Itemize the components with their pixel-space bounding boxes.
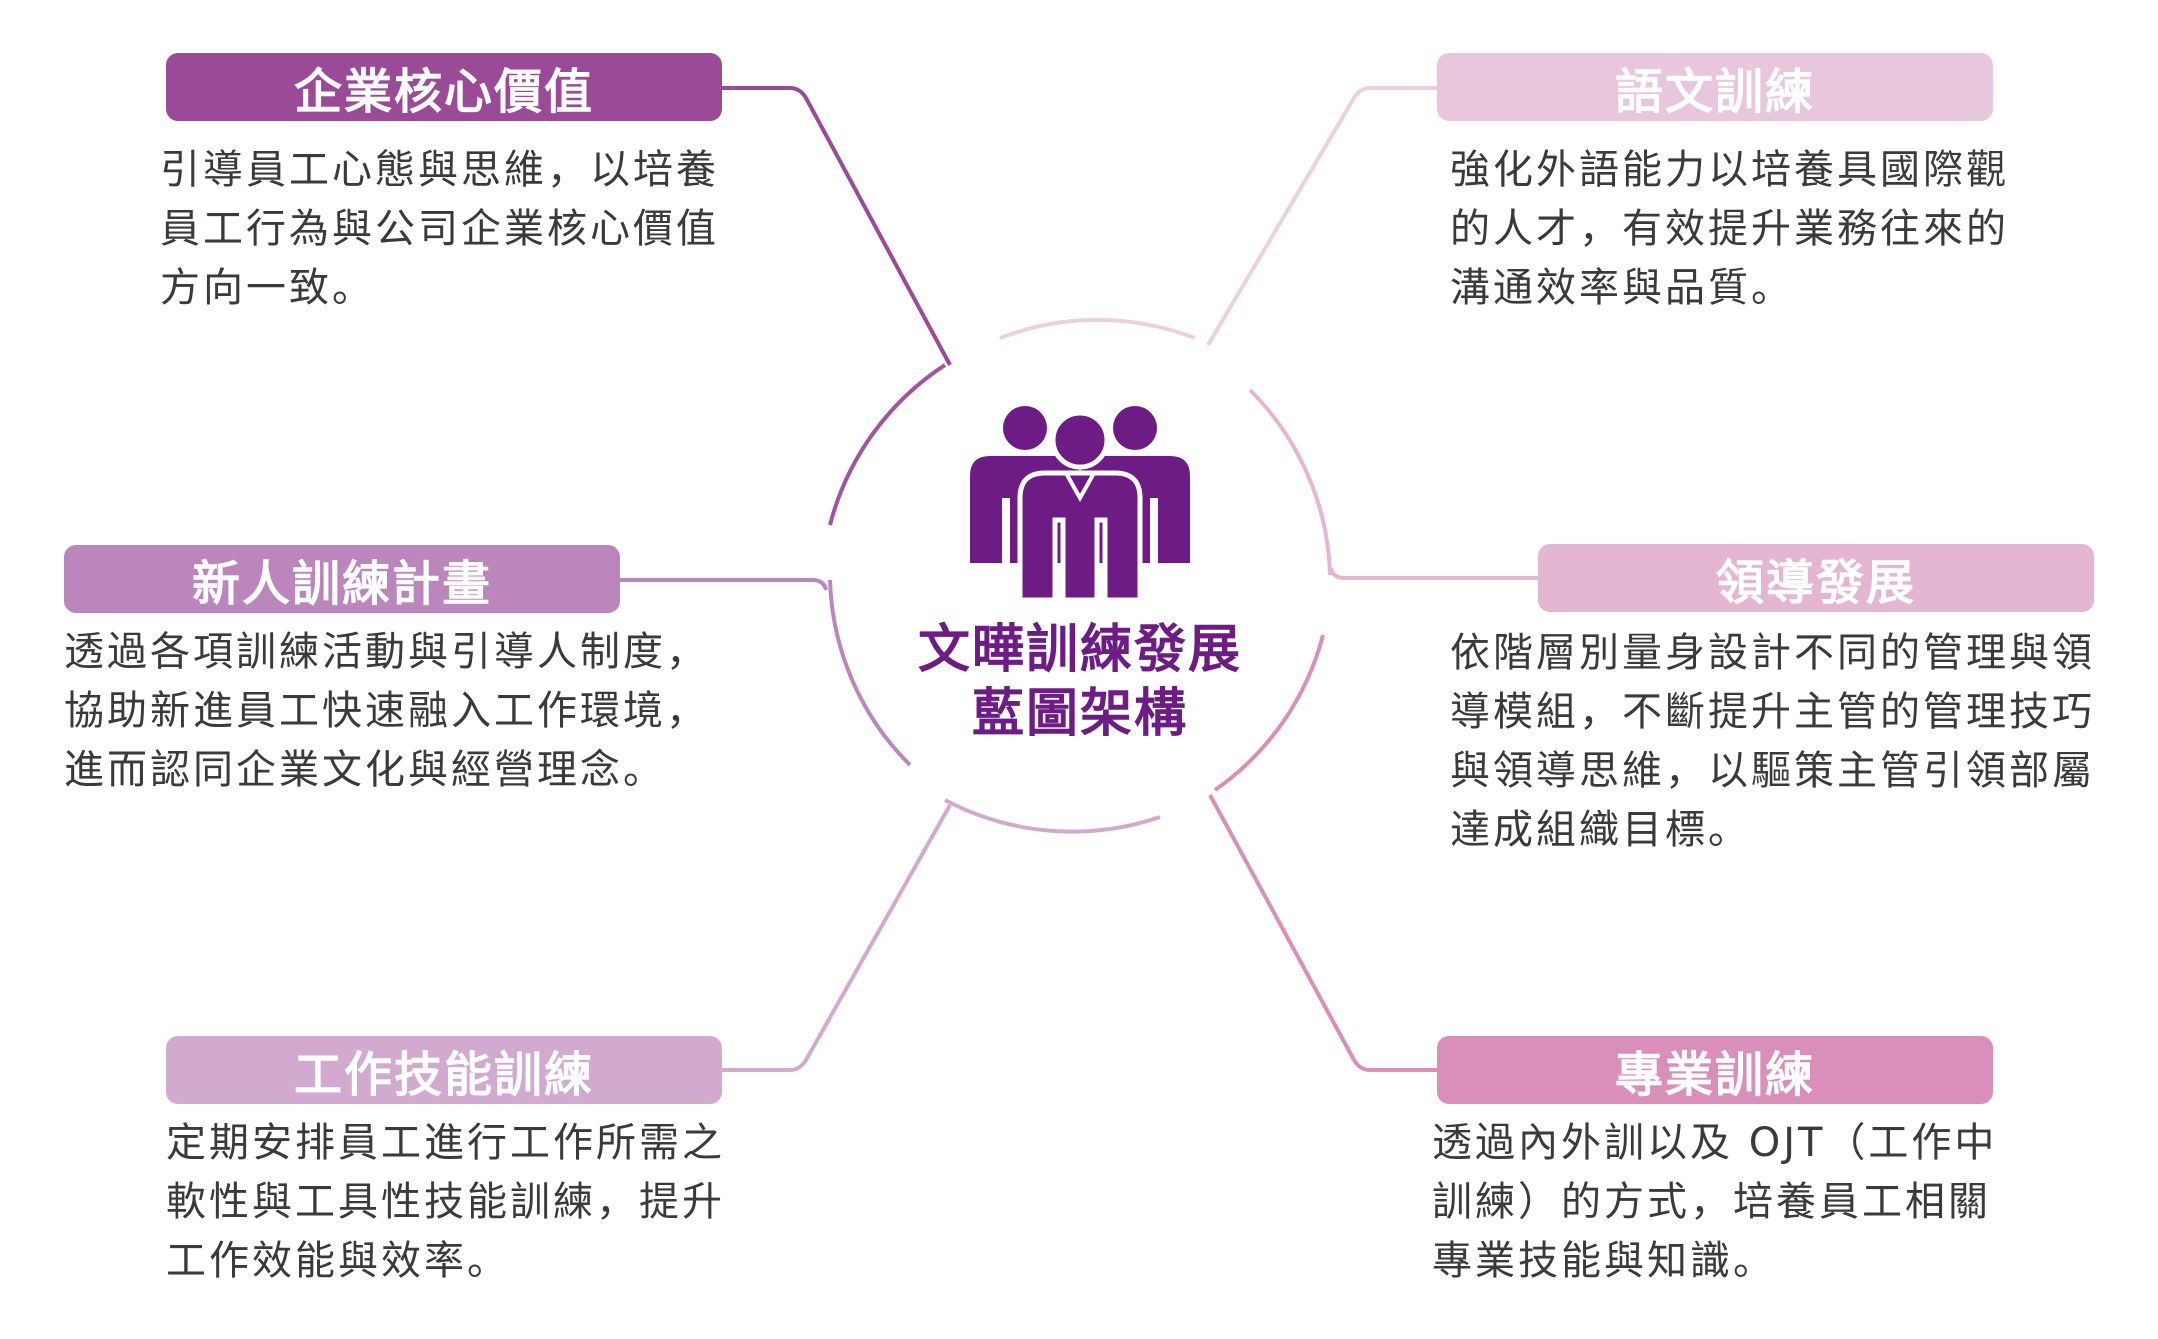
desc-line: 與領導思維，以驅策主管引領部屬	[1450, 748, 2095, 794]
desc-line: 專業技能與知識。	[1432, 1238, 1776, 1284]
desc-line: 透過內外訓以及 OJT（工作中	[1432, 1120, 1998, 1166]
connector-leadership-development	[1329, 567, 1538, 580]
desc-line: 訓練）的方式，培養員工相關	[1432, 1179, 1991, 1225]
desc-line: 軟性與工具性技能訓練，提升	[166, 1179, 725, 1225]
ring-arc-top	[999, 318, 1196, 340]
center-title-line-1: 文曄訓練發展	[917, 620, 1242, 680]
new-hire-program-title: 新人訓練計畫	[64, 545, 620, 613]
leadership-development-description: 依階層別量身設計不同的管理與領 導模組，不斷提升主管的管理技巧 與領導思維，以驅…	[1450, 624, 2140, 860]
desc-line: 工作效能與效率。	[166, 1238, 510, 1284]
work-skills-training-description: 定期安排員工進行工作所需之 軟性與工具性技能訓練，提升 工作效能與效率。	[166, 1114, 766, 1291]
desc-line: 依階層別量身設計不同的管理與領	[1450, 630, 2095, 676]
new-hire-program-description: 透過各項訓練活動與引導人制度， 協助新進員工快速融入工作環境， 進而認同企業文化…	[64, 623, 744, 800]
desc-line: 透過各項訓練活動與引導人制度，	[64, 629, 709, 675]
ring-arc-top-left	[828, 363, 947, 526]
desc-line: 強化外語能力以培養具國際觀	[1450, 147, 2009, 193]
desc-line: 引導員工心態與思維，以培養	[160, 147, 719, 193]
core-values-description: 引導員工心態與思維，以培養 員工行為與公司企業核心價值 方向一致。	[160, 141, 760, 318]
professional-training-description: 透過內外訓以及 OJT（工作中 訓練）的方式，培養員工相關 專業技能與知識。	[1432, 1114, 2032, 1291]
connector-core-values	[720, 86, 952, 366]
desc-line: 溝通效率與品質。	[1450, 265, 1794, 311]
desc-line: 定期安排員工進行工作所需之	[166, 1120, 725, 1166]
people-group-icon	[970, 406, 1190, 603]
center-title: 文曄訓練發展 藍圖架構	[880, 618, 1280, 746]
desc-line: 員工行為與公司企業核心價值	[160, 206, 719, 252]
connector-language-training	[1206, 86, 1437, 347]
ring-arc-bottom-right	[1213, 634, 1325, 792]
language-training-description: 強化外語能力以培養具國際觀 的人才，有效提升業務往來的 溝通效率與品質。	[1450, 141, 2050, 318]
desc-line: 方向一致。	[160, 265, 375, 311]
language-training-title: 語文訓練	[1437, 53, 1993, 121]
connector-professional-training	[1208, 794, 1437, 1072]
core-values-title: 企業核心價值	[166, 53, 722, 121]
connector-new-hire-program	[620, 578, 828, 591]
professional-training-title: 專業訓練	[1437, 1036, 1993, 1104]
desc-line: 導模組，不斷提升主管的管理技巧	[1450, 689, 2095, 735]
desc-line: 進而認同企業文化與經營理念。	[64, 747, 666, 793]
desc-line: 的人才，有效提升業務往來的	[1450, 206, 2009, 252]
ring-arc-right	[1248, 388, 1332, 576]
ring-arc-bottom-left	[944, 798, 1161, 834]
ring-arc-left	[828, 579, 912, 767]
desc-line: 協助新進員工快速融入工作環境，	[64, 688, 709, 734]
connector-work-skills-training	[720, 804, 952, 1072]
desc-line: 達成組織目標。	[1450, 807, 1751, 853]
leadership-development-title: 領導發展	[1538, 544, 2094, 612]
center-title-line-2: 藍圖架構	[971, 684, 1188, 744]
work-skills-training-title: 工作技能訓練	[166, 1036, 722, 1104]
